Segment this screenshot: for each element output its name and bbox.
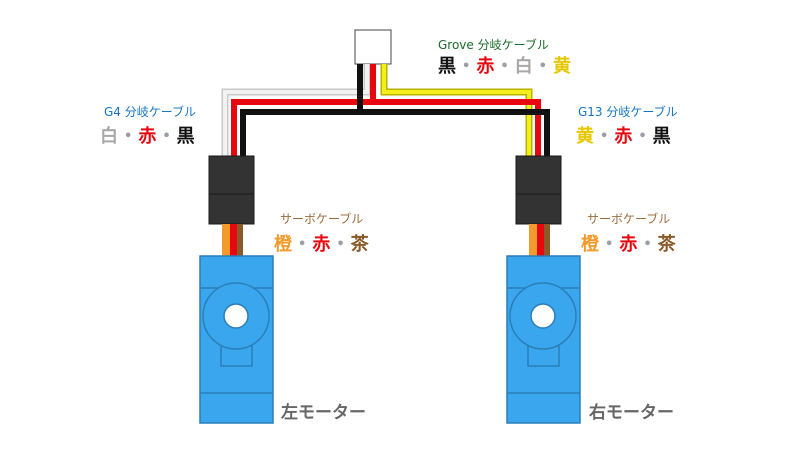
servo-left-color-3: 茶 (350, 234, 369, 255)
grove-connector (354, 29, 392, 65)
separator-dot: • (462, 59, 471, 74)
grove-color-4: 黄 (552, 56, 571, 77)
g4-caption: G4 分岐ケーブル (104, 105, 197, 119)
servo-right-color-2: 赤 (619, 234, 638, 255)
g13-connector (515, 155, 562, 225)
separator-dot: • (538, 59, 547, 74)
g4-color-3: 黒 (176, 126, 195, 147)
right-motor-label: 右モーター (589, 403, 674, 423)
g4-color-2: 赤 (138, 126, 157, 147)
wire-black-left (240, 64, 363, 160)
wire-red-right (373, 99, 541, 160)
servo-right-color-list: 橙 • 赤 • 茶 (581, 230, 676, 256)
servo-left-color-list: 橙 • 赤 • 茶 (274, 230, 369, 256)
left-motor-label: 左モーター (281, 403, 366, 423)
separator-dot: • (336, 237, 345, 252)
g13-color-list: 黄 • 赤 • 黒 (576, 122, 671, 148)
g4-connector (208, 155, 255, 225)
g13-branch-wires (360, 64, 550, 160)
servo-right-color-1: 橙 (581, 234, 599, 255)
grove-color-3: 白 (514, 56, 533, 77)
wire-white-left (223, 64, 369, 160)
servo-left-color-1: 橙 (274, 234, 292, 255)
wire-yellow-right (382, 64, 531, 160)
separator-dot: • (643, 237, 652, 252)
wire-red-left (231, 64, 376, 160)
separator-dot: • (500, 59, 509, 74)
left-motor (199, 255, 274, 424)
separator-dot: • (298, 237, 307, 252)
g13-color-1: 黄 (576, 126, 594, 147)
g4-branch-wires (221, 64, 376, 160)
servo-right-color-3: 茶 (657, 234, 676, 255)
grove-color-1: 黒 (438, 56, 456, 77)
wire-black-right (360, 109, 550, 160)
separator-dot: • (124, 129, 133, 144)
separator-dot: • (605, 237, 614, 252)
separator-dot: • (162, 129, 171, 144)
g13-color-2: 赤 (614, 126, 633, 147)
servo-right-caption: サーボケーブル (587, 212, 671, 226)
servo-left-caption: サーボケーブル (280, 212, 364, 226)
g13-caption: G13 分岐ケーブル (578, 105, 678, 119)
grove-color-list: 黒 • 赤 • 白 • 黄 (438, 52, 571, 78)
right-servo-cable (529, 224, 550, 257)
servo-left-color-2: 赤 (312, 234, 331, 255)
g4-color-1: 白 (100, 126, 118, 147)
g4-color-list: 白 • 赤 • 黒 (100, 122, 195, 148)
grove-color-2: 赤 (476, 56, 495, 77)
g13-color-3: 黒 (652, 126, 671, 147)
separator-dot: • (600, 129, 609, 144)
grove-caption: Grove 分岐ケーブル (438, 38, 549, 52)
separator-dot: • (638, 129, 647, 144)
left-servo-cable (222, 224, 243, 257)
right-motor (506, 255, 581, 424)
